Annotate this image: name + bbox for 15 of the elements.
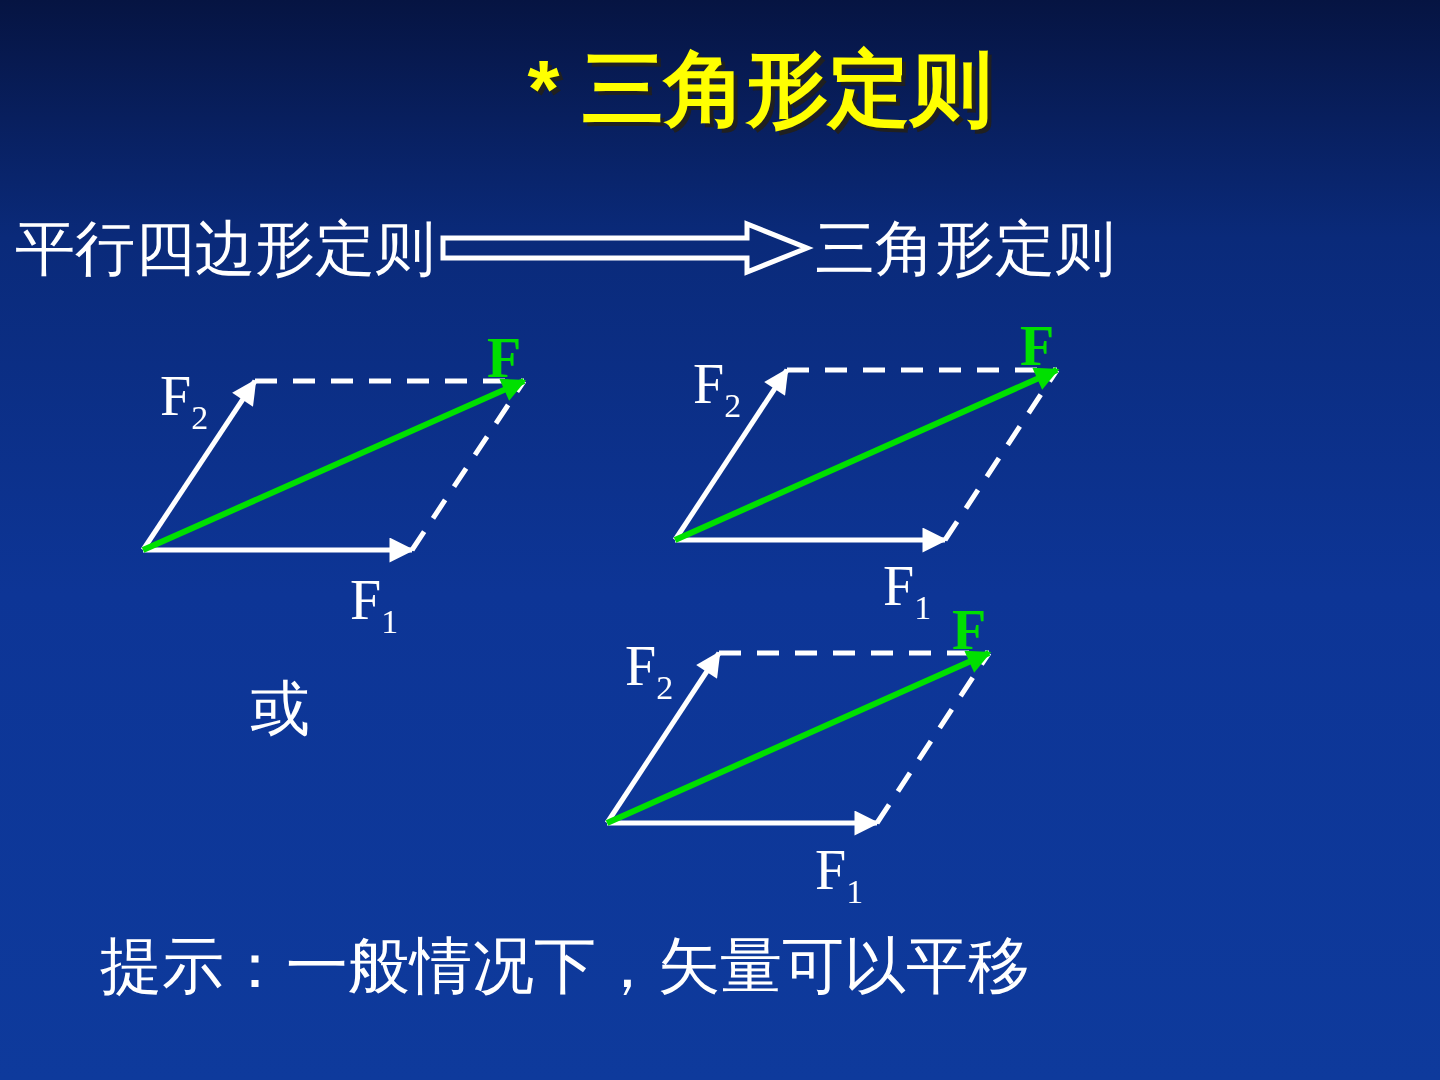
vector-label: F$_{1}$ (350, 572, 399, 639)
vector-label: F$_{2}$ (693, 356, 742, 423)
rule-heading: 平行四边形定则 (15, 218, 435, 278)
vector-label: F (1020, 318, 1055, 374)
hollow-arrow (440, 220, 814, 276)
slide-title: * 三角形定则 (527, 48, 993, 130)
vector-label: F$_{2}$ (625, 638, 674, 705)
vector-label: F (952, 602, 987, 658)
vector-label: F$_{2}$ (160, 368, 209, 435)
hint-note: 提示：一般情况下，矢量可以平移 (100, 935, 1030, 997)
rule-heading: 三角形定则 (815, 218, 1115, 278)
vector-label: F$_{1}$ (815, 842, 864, 909)
vector-label: F$_{1}$ (883, 558, 932, 625)
vector-label: F (487, 330, 522, 386)
conjunction-text: 或 (250, 678, 310, 738)
